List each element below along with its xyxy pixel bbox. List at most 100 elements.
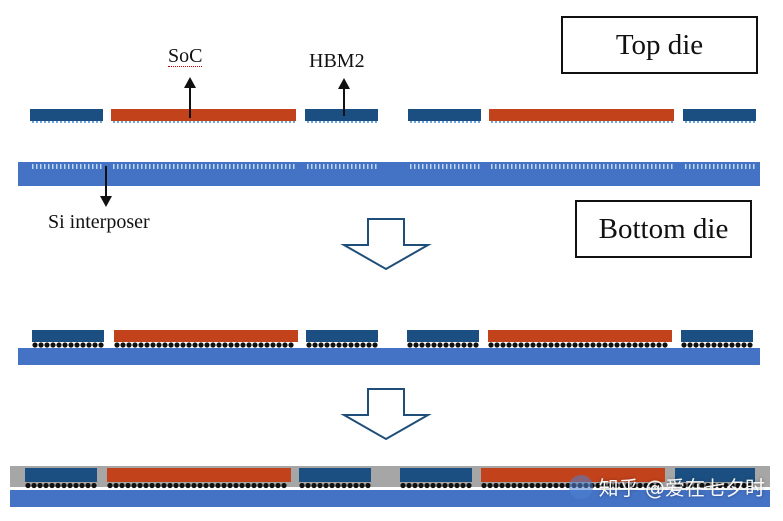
microbump xyxy=(753,121,755,123)
solder-bump xyxy=(530,342,536,348)
microbump xyxy=(643,121,645,123)
microbump xyxy=(619,121,621,123)
interposer-pad xyxy=(233,164,235,169)
solder-bump xyxy=(723,342,729,348)
solder-bump xyxy=(547,482,553,489)
solder-bump xyxy=(228,342,234,348)
microbump xyxy=(253,121,255,123)
solder-bump xyxy=(239,482,245,489)
solder-bump xyxy=(511,482,517,489)
top-dies-row-3 xyxy=(25,468,755,482)
microbump xyxy=(367,121,369,123)
interposer-pad xyxy=(189,164,191,169)
interposer-pad xyxy=(651,164,653,169)
interposer-pad xyxy=(359,164,361,169)
microbump xyxy=(579,121,581,123)
solder-bump xyxy=(656,342,662,348)
microbump xyxy=(741,121,743,123)
solder-bump xyxy=(61,482,67,489)
interposer-pad xyxy=(257,164,259,169)
microbump xyxy=(559,121,561,123)
top-die-label: Top die xyxy=(615,28,704,61)
solder-bump xyxy=(258,342,264,348)
interposer-pad xyxy=(689,164,691,169)
interposer-pad xyxy=(567,164,569,169)
interposer-pad xyxy=(446,164,448,169)
solder-bump xyxy=(607,482,613,489)
microbump xyxy=(635,121,637,123)
microbump xyxy=(414,121,416,123)
solder-bump xyxy=(512,342,518,348)
interposer-pad xyxy=(363,164,365,169)
interposer-pad xyxy=(721,164,723,169)
solder-bump xyxy=(548,342,554,348)
interposer-pad xyxy=(153,164,155,169)
microbump xyxy=(145,121,147,123)
microbump xyxy=(229,121,231,123)
microbump xyxy=(137,121,139,123)
microbump xyxy=(527,121,529,123)
solder-bump xyxy=(735,342,741,348)
microbump xyxy=(169,121,171,123)
solder-bump xyxy=(437,342,443,348)
solder-bump xyxy=(443,342,449,348)
interposer-pad xyxy=(327,164,329,169)
solder-bump xyxy=(424,482,430,489)
interposer-pad xyxy=(185,164,187,169)
microbump xyxy=(363,121,365,123)
solder-bump xyxy=(461,342,467,348)
interposer-pad xyxy=(583,164,585,169)
solder-bump xyxy=(38,342,44,348)
solder-bump xyxy=(554,342,560,348)
microbump xyxy=(281,121,283,123)
solder-bump xyxy=(347,482,353,489)
die-microbumps xyxy=(32,121,755,123)
interposer-pad xyxy=(113,164,115,169)
interposer-pad xyxy=(717,164,719,169)
interposer-pad xyxy=(499,164,501,169)
interposer-pad xyxy=(237,164,239,169)
microbump xyxy=(454,121,456,123)
interposer-pad xyxy=(149,164,151,169)
hbm-die xyxy=(30,109,103,121)
microbump xyxy=(685,121,687,123)
solder-bump xyxy=(341,482,347,489)
interposer-pad xyxy=(319,164,321,169)
microbump xyxy=(153,121,155,123)
microbump xyxy=(331,121,333,123)
interposer-pad xyxy=(339,164,341,169)
solder-bump xyxy=(62,342,68,348)
interposer-pad xyxy=(693,164,695,169)
microbump xyxy=(257,121,259,123)
soc-label: SoC xyxy=(168,45,203,67)
solder-bump xyxy=(137,482,143,489)
interposer-pad xyxy=(371,164,373,169)
interposer-pad xyxy=(165,164,167,169)
solder-bump xyxy=(276,342,282,348)
microbump xyxy=(225,121,227,123)
microbump xyxy=(587,121,589,123)
solder-bump xyxy=(595,482,601,489)
solder-bump xyxy=(493,482,499,489)
microbump xyxy=(607,121,609,123)
microbump xyxy=(173,121,175,123)
interposer-pad xyxy=(523,164,525,169)
interposer-pad xyxy=(88,164,90,169)
stage-1-separated xyxy=(18,77,760,207)
solder-bump xyxy=(162,342,168,348)
microbump xyxy=(193,121,195,123)
interposer-pad xyxy=(599,164,601,169)
interposer-pad xyxy=(141,164,143,169)
microbump xyxy=(84,121,86,123)
solder-bump xyxy=(662,342,668,348)
hbm-die xyxy=(299,468,371,482)
microbump xyxy=(615,121,617,123)
hbm-die xyxy=(306,330,378,342)
interposer-pad xyxy=(458,164,460,169)
interposer-pad xyxy=(261,164,263,169)
interposer-pad xyxy=(60,164,62,169)
microbump xyxy=(327,121,329,123)
solder-bump xyxy=(263,482,269,489)
solder-bump xyxy=(741,482,747,489)
solder-bump xyxy=(699,342,705,348)
